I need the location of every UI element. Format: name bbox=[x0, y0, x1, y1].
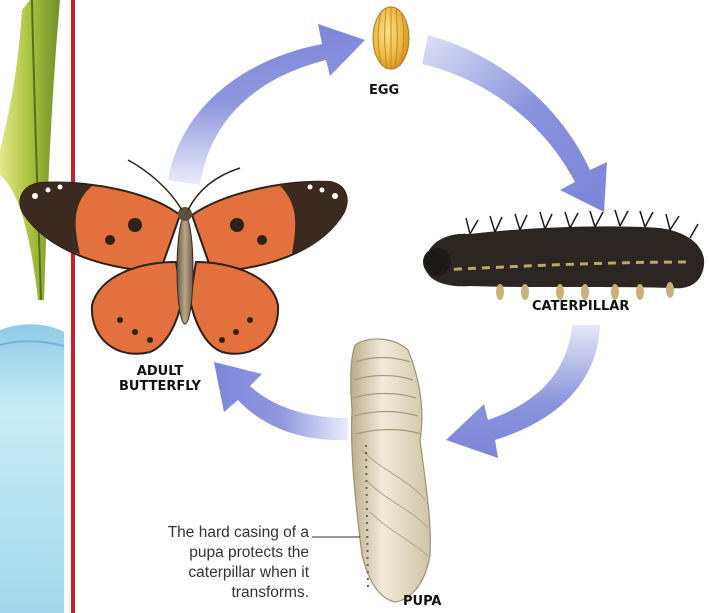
panel-divider bbox=[71, 0, 75, 613]
butterfly-head bbox=[178, 207, 192, 221]
butterfly-hindwing-right bbox=[190, 262, 278, 354]
butterfly-body bbox=[177, 216, 193, 324]
arrow-adult-to-egg bbox=[168, 24, 365, 185]
pupa bbox=[351, 339, 431, 602]
pupa-casing bbox=[351, 339, 431, 602]
arrow-egg-to-caterpillar bbox=[422, 35, 607, 212]
caterpillar-body bbox=[425, 226, 704, 288]
arrow-caterpillar-to-pupa bbox=[446, 325, 600, 458]
butterfly bbox=[21, 160, 347, 354]
egg bbox=[373, 7, 409, 69]
caterpillar-head bbox=[423, 248, 451, 276]
caterpillar bbox=[423, 210, 704, 300]
arrow-pupa-to-adult bbox=[214, 362, 348, 440]
water-glass bbox=[0, 324, 64, 613]
butterfly-hindwing-left bbox=[92, 262, 182, 354]
adult-butterfly-label: ADULT BUTTERFLY bbox=[112, 364, 208, 394]
egg-label: EGG bbox=[369, 83, 399, 98]
pupa-caption: The hard casing of a pupa protects the c… bbox=[168, 523, 309, 603]
left-panel bbox=[0, 0, 64, 613]
pupa-label: PUPA bbox=[403, 594, 441, 609]
caterpillar-label: CATERPILLAR bbox=[532, 299, 629, 314]
leaf bbox=[0, 0, 60, 300]
